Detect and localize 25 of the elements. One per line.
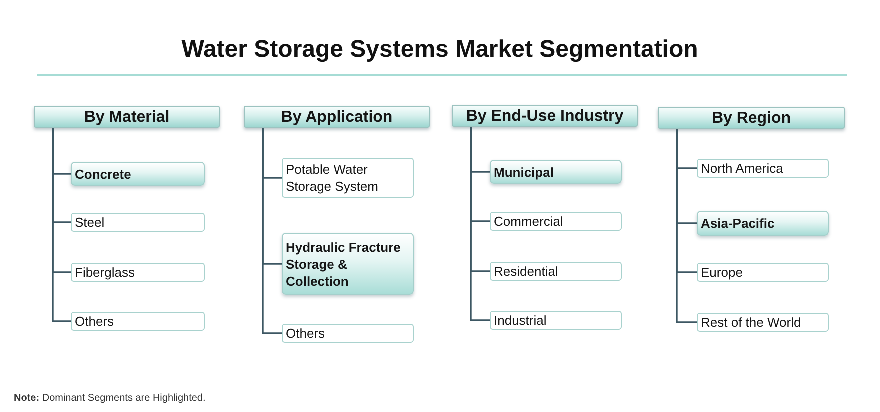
category-header: By Material bbox=[34, 106, 220, 128]
segment-box: Others bbox=[282, 324, 414, 343]
segment-box: Others bbox=[71, 312, 205, 331]
segment-box: Residential bbox=[490, 262, 622, 281]
segment-box: Potable Water Storage System bbox=[282, 158, 414, 198]
category-header: By End-Use Industry bbox=[452, 105, 638, 127]
connector-line bbox=[52, 128, 71, 322]
highlighted-segment: Asia-Pacific bbox=[697, 211, 829, 236]
category-header: By Application bbox=[244, 106, 430, 128]
segment-box: Rest of the World bbox=[697, 313, 829, 332]
note-text: Note: Dominant Segments are Highlighted. bbox=[14, 392, 206, 405]
connector-line bbox=[262, 128, 282, 334]
highlighted-segment: Municipal bbox=[490, 160, 622, 184]
category-header: By Region bbox=[658, 107, 845, 129]
highlighted-segment: Hydraulic Fracture Storage & Collection bbox=[282, 233, 414, 295]
connector-line bbox=[470, 127, 490, 322]
connector-line bbox=[676, 129, 697, 324]
segment-box: Steel bbox=[71, 213, 205, 232]
segment-box: Europe bbox=[697, 263, 829, 282]
segment-box: North America bbox=[697, 159, 829, 178]
diagram-title: Water Storage Systems Market Segmentation bbox=[182, 35, 698, 65]
segment-box: Industrial bbox=[490, 311, 622, 330]
highlighted-segment: Concrete bbox=[71, 162, 205, 186]
segment-box: Commercial bbox=[490, 212, 622, 231]
segment-box: Fiberglass bbox=[71, 263, 205, 282]
